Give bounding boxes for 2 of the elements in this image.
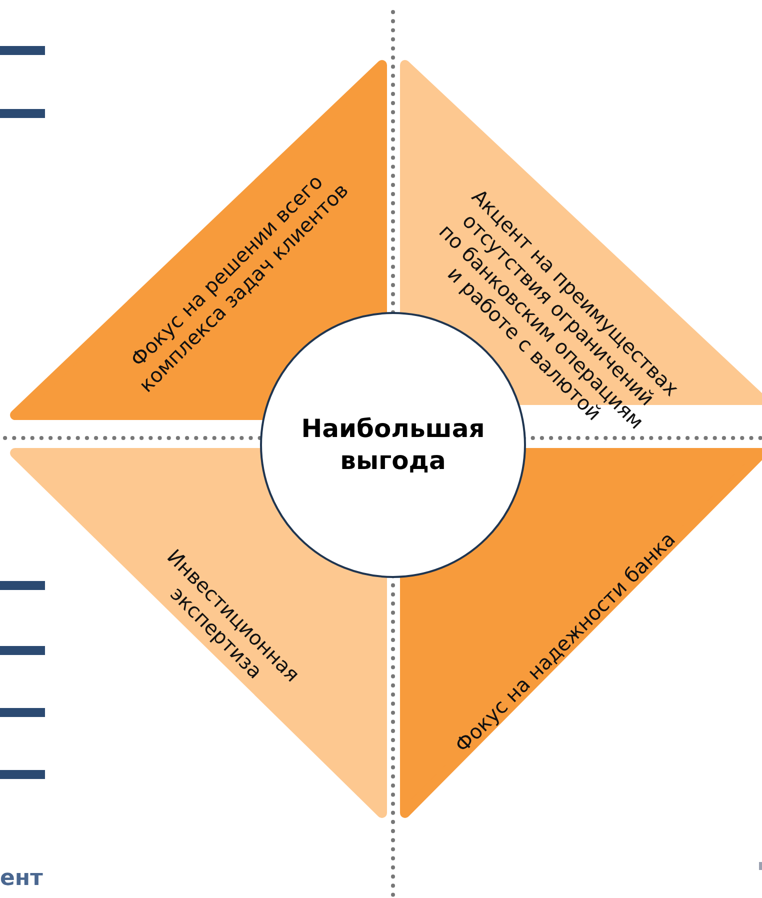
cropped-heading-text: ент [0,866,43,891]
circle-title: Наибольшая выгода [300,413,486,477]
